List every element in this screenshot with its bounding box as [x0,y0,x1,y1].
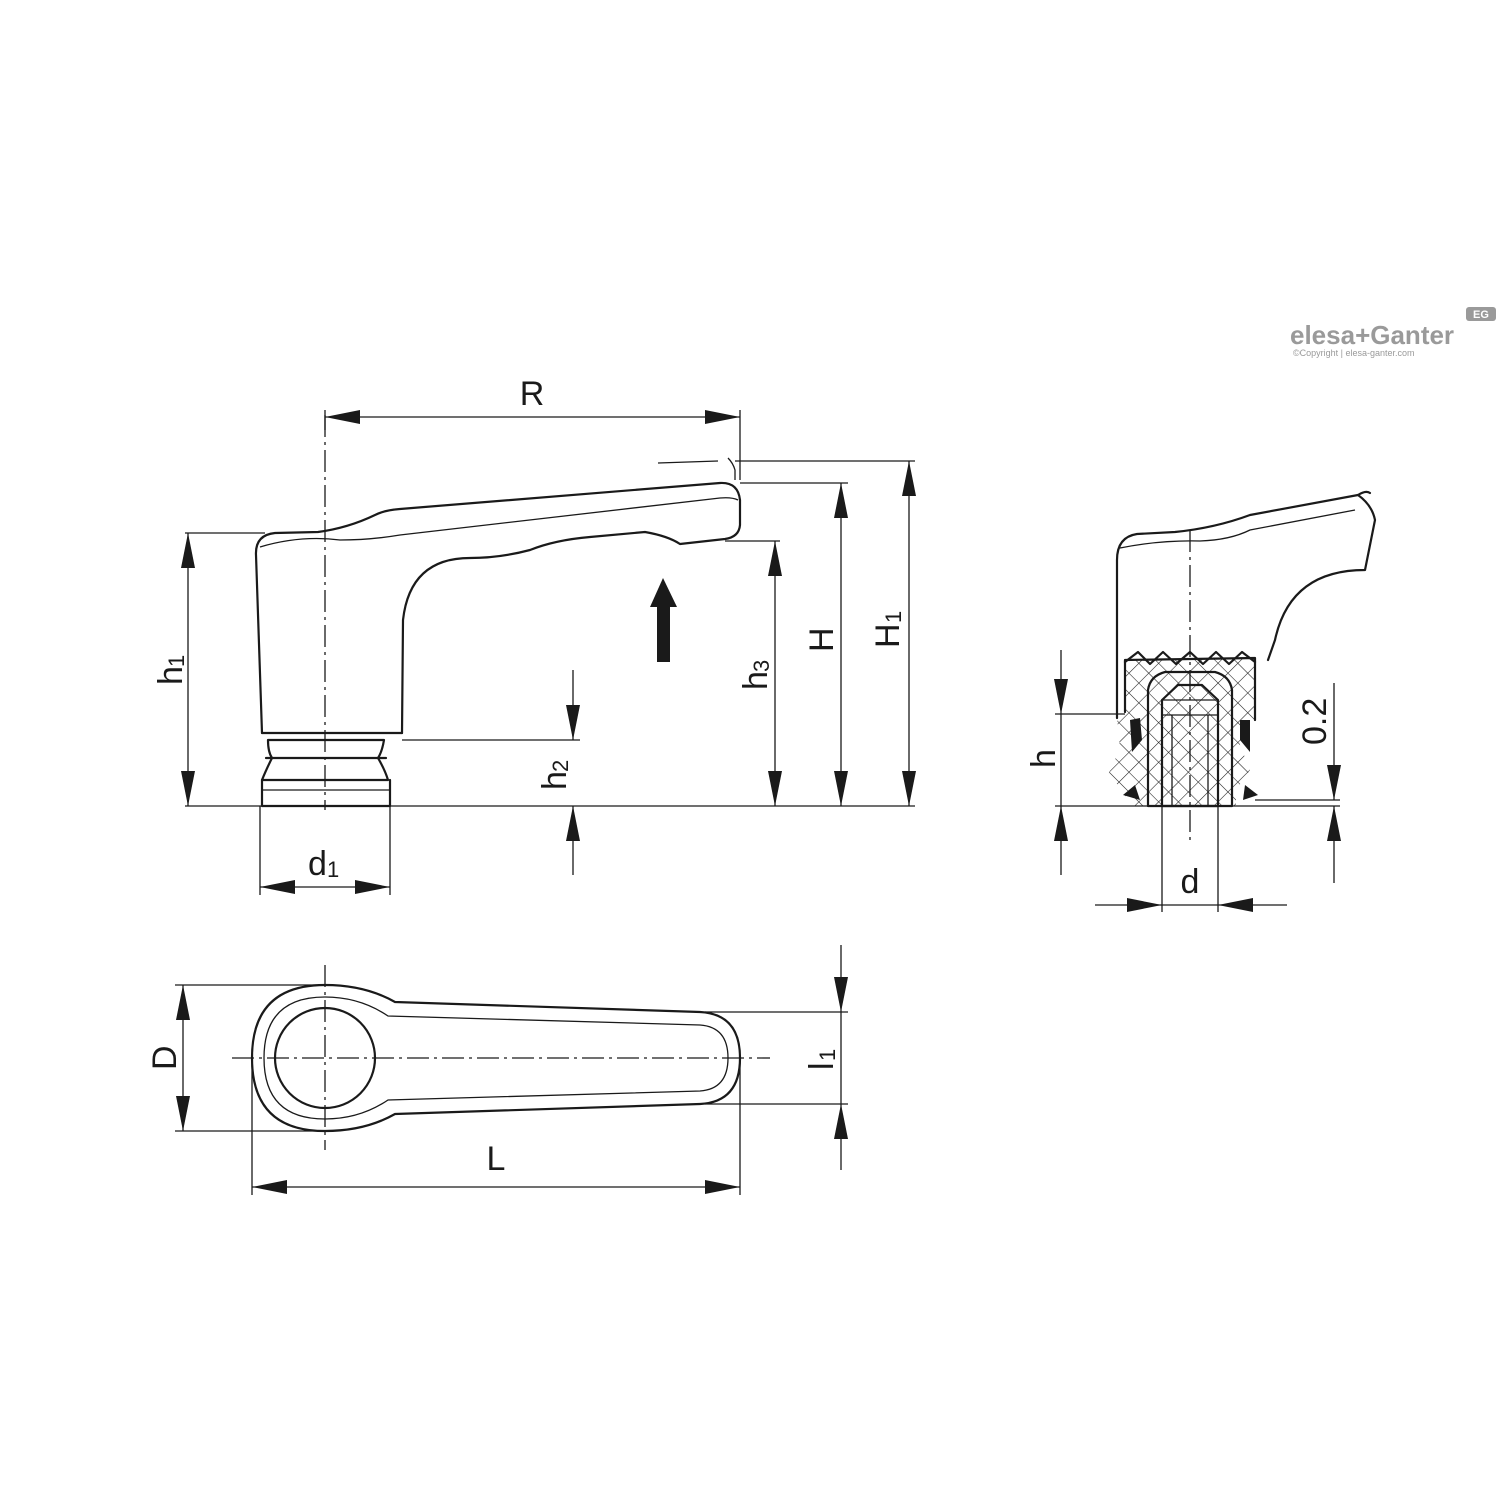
svg-text:1: 1 [815,1049,840,1061]
section-insert [1146,670,1234,808]
section-seal-right [1240,720,1250,752]
lever-neck [260,738,390,782]
svg-text:h: h [1025,749,1063,768]
section-seal-left [1130,718,1142,752]
lever-base [260,778,392,808]
top-view: D L l 1 [146,945,848,1195]
lever-outline [254,481,742,735]
top-lever-inner-edge [263,996,729,1120]
dim-l1-label: l 1 [803,1049,841,1070]
section-lever-outline [1115,493,1377,720]
brand-copyright: ©Copyright | elesa-ganter.com [1293,348,1415,358]
brand-name: elesa+Ganter [1290,320,1454,350]
svg-text:h: h [152,666,190,685]
dim-h-label: h [1025,749,1063,768]
svg-text:h: h [536,771,574,790]
svg-text:1: 1 [327,857,339,882]
top-lever-outline [250,983,742,1133]
svg-text:l: l [803,1062,841,1070]
dim-L-label: L [487,1140,506,1178]
brand-badge-box [1466,307,1496,321]
push-direction-arrow-icon [650,578,677,662]
lever-top-edge [259,497,739,548]
section-view: h 0.2 d [1025,490,1377,912]
svg-text:H: H [869,623,907,648]
dim-D-label: D [146,1045,184,1070]
svg-text:2: 2 [548,760,573,772]
section-foot-right [1243,785,1258,800]
dim-R-label: R [520,375,545,413]
svg-text:d: d [308,845,327,883]
dim-h3-label: h 3 [737,660,775,690]
section-lever-top-edge [1119,509,1356,549]
svg-text:0.2: 0.2 [1296,698,1334,745]
section-foot-left [1123,785,1140,800]
svg-text:h: h [737,671,775,690]
svg-text:H: H [803,627,841,652]
dim-H-label: H [803,627,841,652]
svg-text:1: 1 [881,611,906,623]
dim-d1-label: d 1 [308,845,339,883]
top-hub-circle [273,1006,377,1110]
dim-h1-label: h 1 [152,655,190,685]
brand-badge: EG [1473,309,1489,321]
svg-text:1: 1 [164,655,189,667]
dim-d-label: d [1181,863,1200,901]
dim-H1-label: H 1 [869,611,907,648]
dim-h2-label: h 2 [536,760,574,790]
svg-text:D: D [146,1045,184,1070]
front-view: R h 1 h 2 h 3 [152,375,916,895]
dim-tol-label: 0.2 [1296,698,1334,745]
svg-text:3: 3 [749,660,774,672]
brand-logo: EG elesa+Ganter ©Copyright | elesa-gante… [1290,307,1496,358]
